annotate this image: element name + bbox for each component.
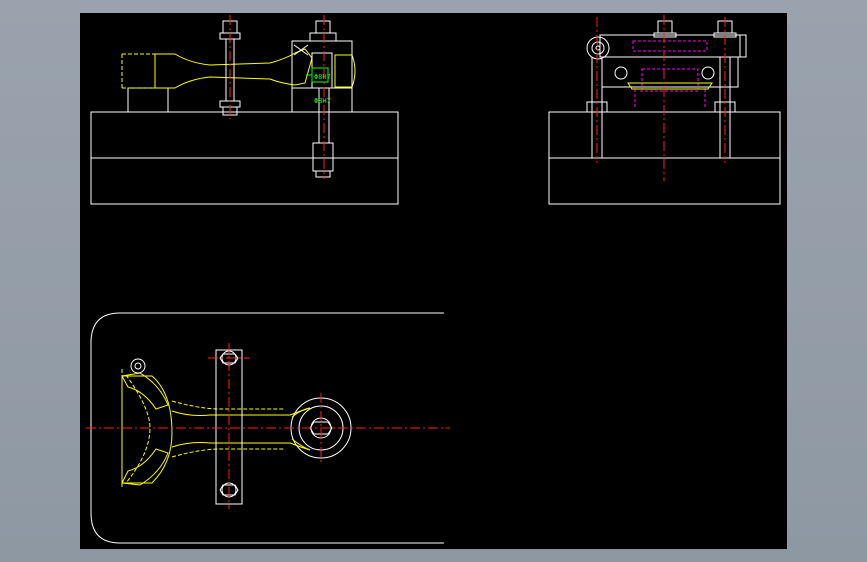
side-view: [548, 15, 781, 205]
fit-annotation-bottom: Φ8H7: [314, 97, 331, 105]
front-view: Φ8H7 Φ8H7: [90, 15, 399, 205]
top-view: [86, 312, 450, 544]
fit-annotation-top: Φ8H7: [314, 73, 331, 81]
drawing-canvas: Φ8H7 Φ8H7: [86, 15, 781, 544]
cad-viewport[interactable]: Φ8H7 Φ8H7: [80, 13, 787, 549]
rod-section: [154, 48, 313, 89]
